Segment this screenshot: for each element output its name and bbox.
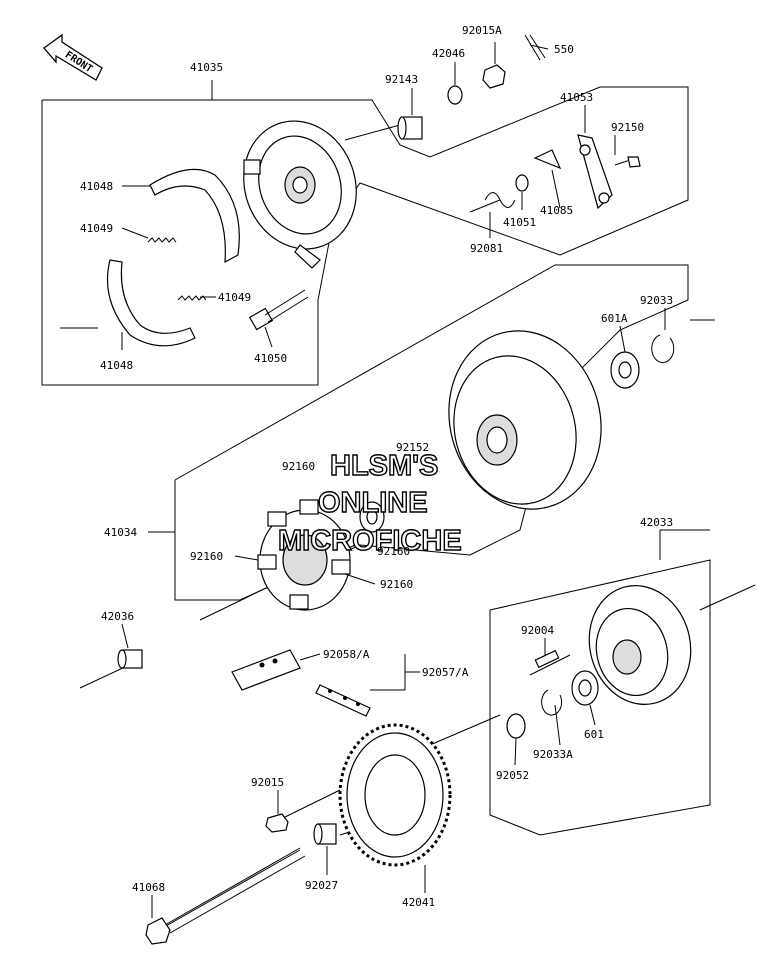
circlip-92033-part bbox=[651, 334, 675, 364]
label-92052: 92052 bbox=[496, 769, 529, 782]
label-42033: 42033 bbox=[640, 516, 673, 529]
label-92152: 92152 bbox=[396, 441, 429, 454]
brake-shoe-upper-part bbox=[149, 168, 240, 264]
wheel-hub-part bbox=[448, 330, 602, 510]
bearing-601-part bbox=[571, 670, 599, 706]
label-41048-lower: 41048 bbox=[100, 359, 133, 372]
washer-92052-part bbox=[506, 713, 526, 739]
label-41035: 41035 bbox=[190, 61, 223, 74]
brake-lever-41053-part bbox=[577, 134, 613, 210]
group-outline-41035 bbox=[41, 86, 689, 386]
brake-panel-part bbox=[243, 120, 357, 269]
circlip-92033a-part bbox=[541, 689, 563, 716]
label-92027: 92027 bbox=[305, 879, 338, 892]
spring-41049-upper bbox=[147, 237, 177, 243]
stud-92004-part bbox=[534, 649, 560, 669]
label-92143: 92143 bbox=[385, 73, 418, 86]
bolt-92150-part bbox=[614, 156, 641, 168]
label-601a: 601A bbox=[601, 312, 628, 325]
watermark: HLSM'S ONLINE MICROFICHE bbox=[277, 449, 462, 557]
collar-42036-part bbox=[117, 649, 143, 669]
camshaft-41050-part bbox=[248, 289, 309, 331]
label-42036: 42036 bbox=[101, 610, 134, 623]
label-92033a: 92033A bbox=[533, 748, 573, 761]
collar-92143-part bbox=[397, 116, 423, 140]
bearing-601a-part bbox=[610, 351, 640, 389]
label-92160-bottom: 92160 bbox=[380, 578, 413, 591]
washer-42046-part bbox=[447, 85, 463, 105]
label-41053: 41053 bbox=[560, 91, 593, 104]
label-41051: 41051 bbox=[503, 216, 536, 229]
damper-92160-part bbox=[257, 499, 351, 611]
indicator-41085-part bbox=[533, 149, 562, 170]
label-601: 601 bbox=[584, 728, 604, 741]
label-92160-left: 92160 bbox=[190, 550, 223, 563]
label-550: 550 bbox=[554, 43, 574, 56]
label-92081: 92081 bbox=[470, 242, 503, 255]
label-92160-mid: 92160 bbox=[377, 545, 410, 558]
label-92015a: 92015A bbox=[462, 24, 502, 37]
label-92004: 92004 bbox=[521, 624, 554, 637]
label-92160-top: 92160 bbox=[282, 460, 315, 473]
sprocket-42041-part bbox=[338, 723, 452, 867]
label-41050: 41050 bbox=[254, 352, 287, 365]
nut-92015-part bbox=[265, 813, 289, 833]
label-42041: 42041 bbox=[402, 896, 435, 909]
spring-92081-part bbox=[484, 192, 516, 208]
bearing-92152-part bbox=[359, 501, 385, 533]
seal-41051-part bbox=[515, 174, 529, 192]
chain-92057a-part bbox=[315, 684, 371, 717]
leader-lines bbox=[121, 42, 666, 918]
watermark-line-2: ONLINE bbox=[318, 487, 428, 519]
axle-41068-part bbox=[145, 847, 306, 945]
group-outline-42033 bbox=[489, 559, 711, 836]
label-92033: 92033 bbox=[640, 294, 673, 307]
label-41085: 41085 bbox=[540, 204, 573, 217]
label-92015: 92015 bbox=[251, 776, 284, 789]
label-42046: 42046 bbox=[432, 47, 465, 60]
label-92150: 92150 bbox=[611, 121, 644, 134]
label-92057a: 92057/A bbox=[422, 666, 469, 679]
label-41049-lower: 41049 bbox=[218, 291, 251, 304]
front-direction-arrow-icon: FRONT bbox=[43, 33, 103, 81]
brake-shoe-lower-part bbox=[106, 259, 196, 347]
part-labels: 41035 92015A 42046 550 92143 41053 92150… bbox=[80, 24, 673, 909]
watermark-line-3: MICROFICHE bbox=[278, 525, 462, 557]
collar-92027-part bbox=[313, 823, 337, 845]
nut-92015a-part bbox=[482, 64, 506, 89]
sprocket-coupling-42033-part bbox=[588, 585, 692, 705]
label-41048-upper: 41048 bbox=[80, 180, 113, 193]
watermark-line-1: HLSM'S bbox=[330, 450, 438, 482]
label-41034: 41034 bbox=[104, 526, 137, 539]
label-92058a: 92058/A bbox=[323, 648, 370, 661]
label-41049-upper: 41049 bbox=[80, 222, 113, 235]
master-link-92058a-part bbox=[231, 649, 301, 691]
label-41068: 41068 bbox=[132, 881, 165, 894]
